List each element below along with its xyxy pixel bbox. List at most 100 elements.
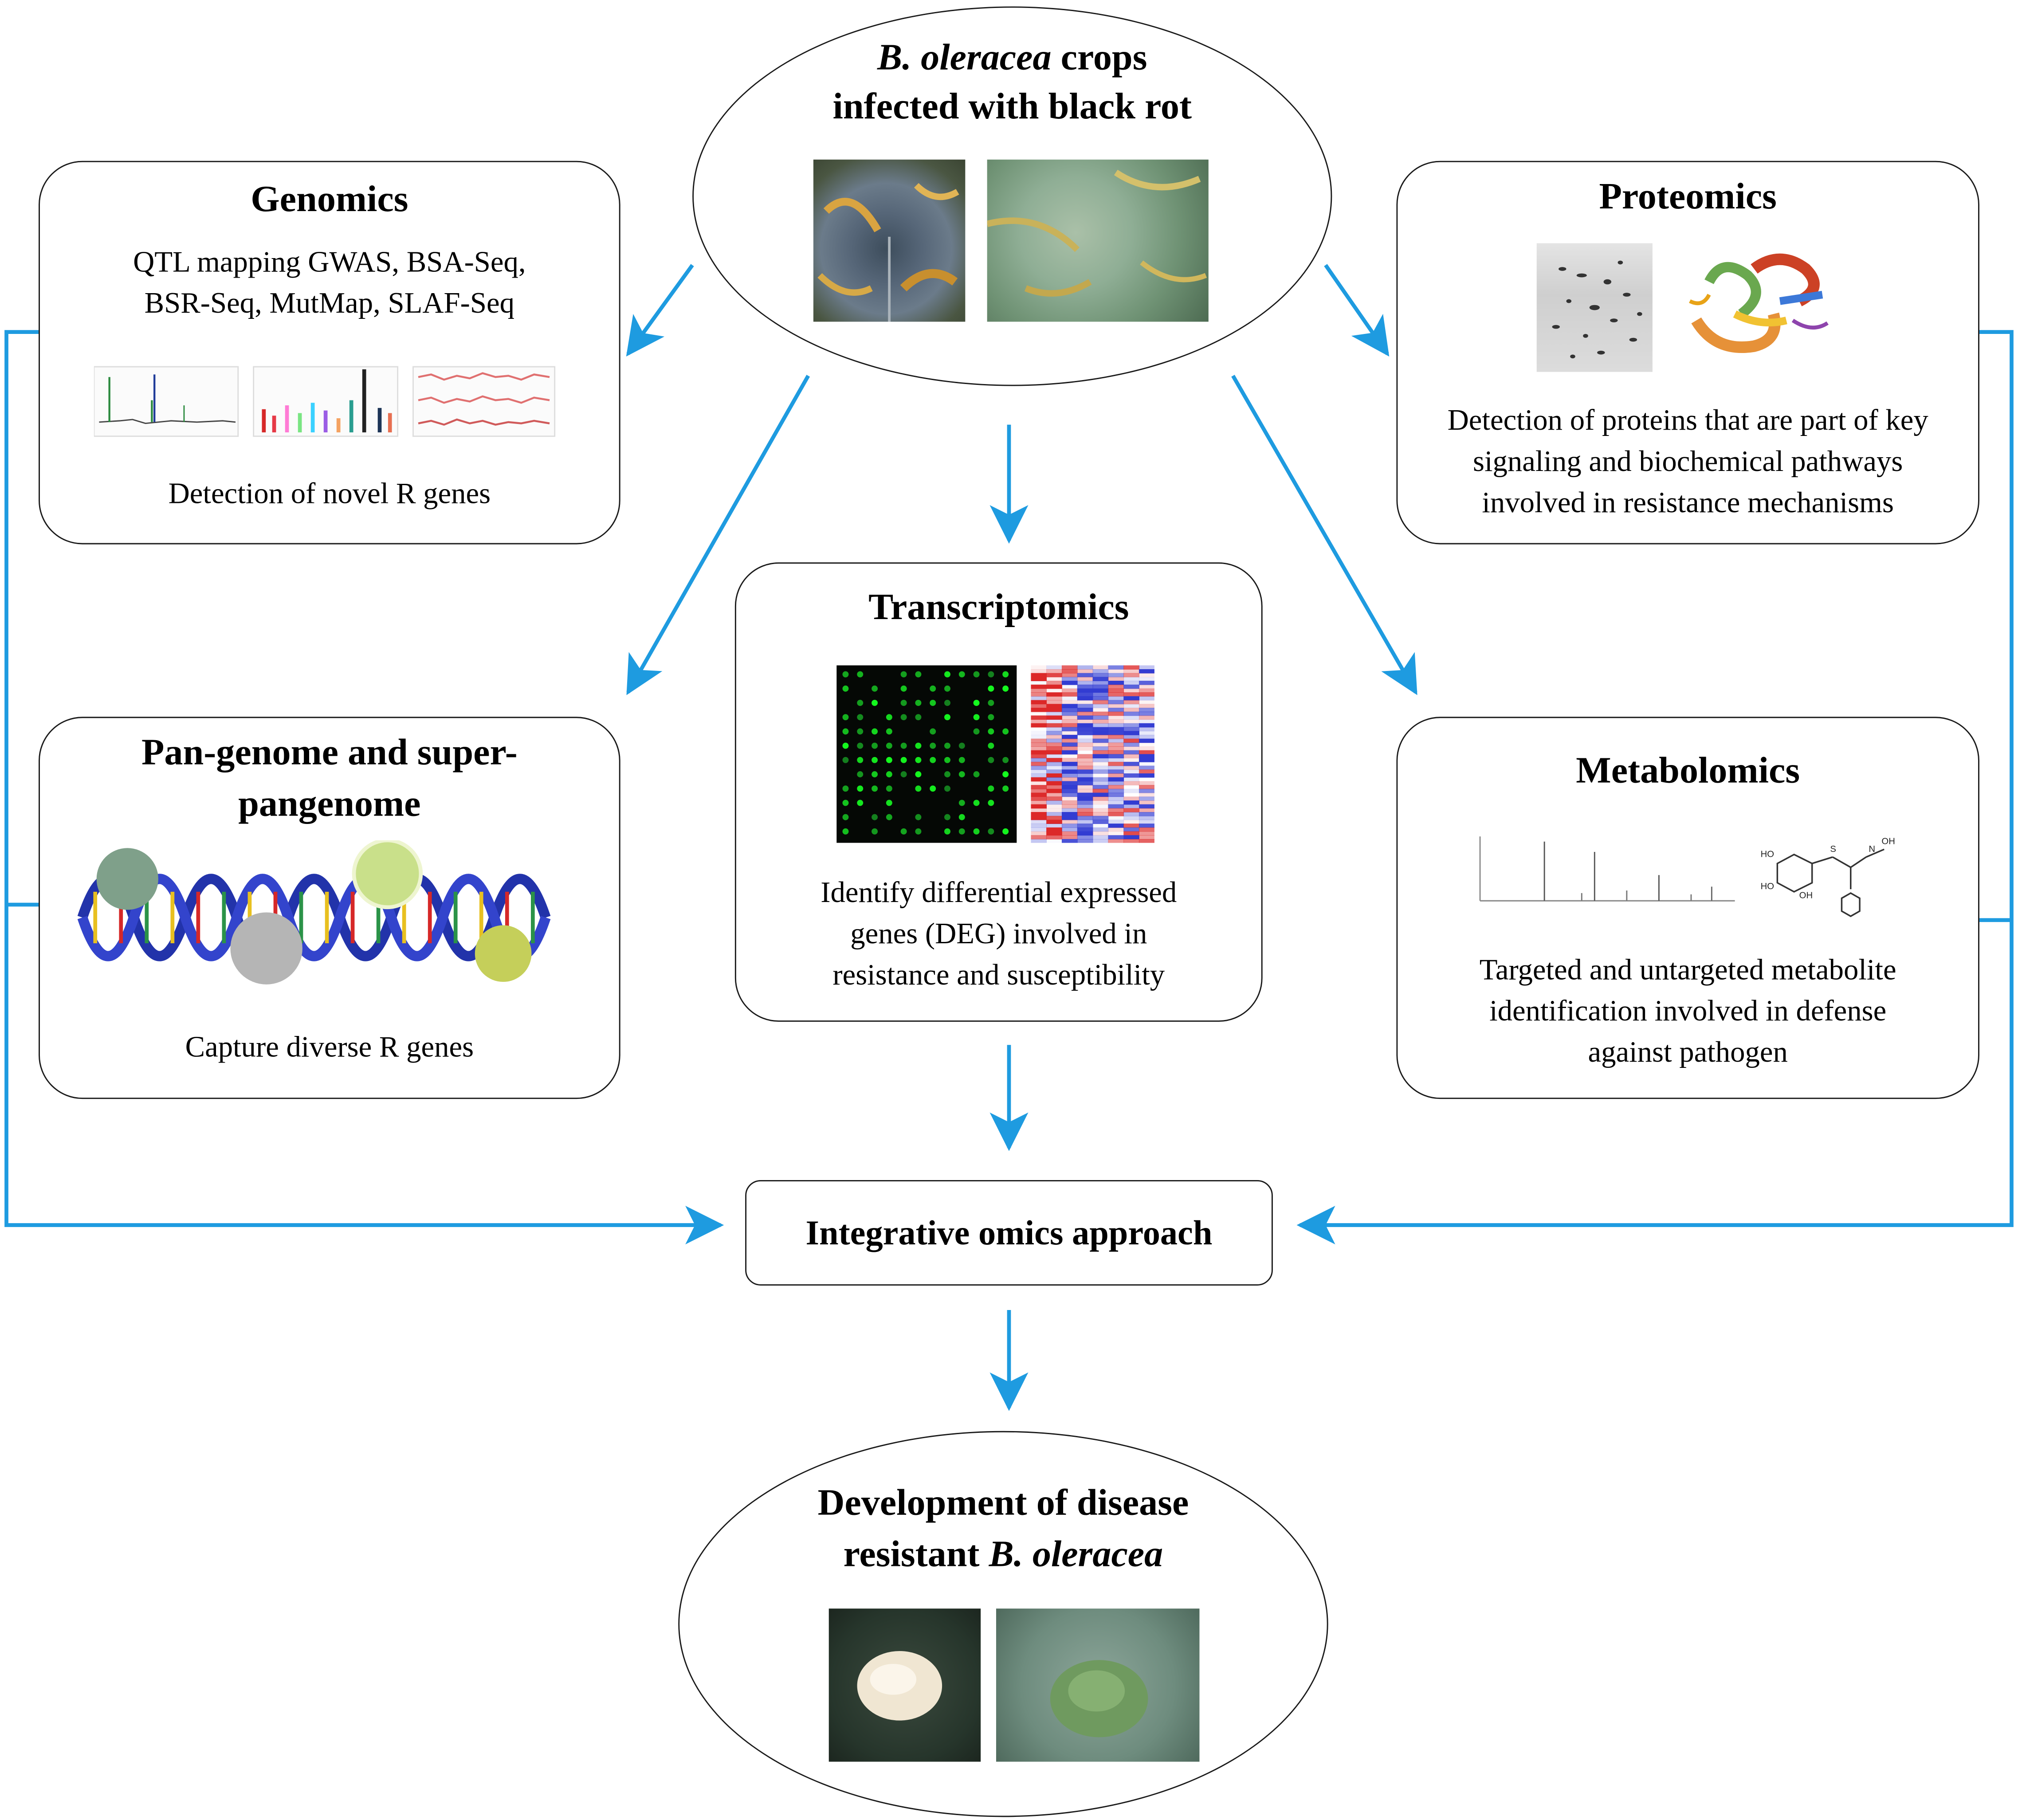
heatmap-cell (1092, 831, 1109, 836)
heatmap-cell (1108, 688, 1124, 693)
heatmap-cell (1108, 704, 1124, 708)
heatmap-cell (1077, 812, 1093, 816)
heatmap-cell (1031, 711, 1047, 716)
heatmap-cell (1061, 704, 1078, 708)
heatmap-cell (1139, 792, 1154, 797)
heatmap-cell (1092, 742, 1109, 747)
cauliflower-photo (828, 1608, 981, 1762)
cauliflower-icon (230, 912, 302, 985)
heatmap-cell (1046, 773, 1062, 778)
heatmap-cell (1092, 765, 1109, 770)
heatmap-cell (1061, 684, 1078, 689)
heatmap-cell (1092, 681, 1109, 685)
heatmap-cell (1139, 769, 1154, 774)
heatmap-cell (1108, 696, 1124, 701)
heatmap-cell (1077, 665, 1093, 670)
heatmap-cell (1077, 788, 1093, 793)
heatmap-cell (1061, 723, 1078, 728)
heatmap-cell (1031, 827, 1047, 832)
heatmap-cell (1077, 765, 1093, 770)
heatmap-cell (1061, 754, 1078, 759)
heatmap-cell (1139, 715, 1154, 720)
microarray-spot (944, 699, 950, 706)
heatmap-cell (1123, 723, 1139, 728)
heatmap-cell (1108, 816, 1124, 820)
heatmap-cell (1123, 820, 1139, 824)
microarray-spot (872, 742, 878, 749)
arrow-to-genomics (626, 264, 694, 357)
heatmap-cell (1123, 715, 1139, 720)
heatmap-cell (1077, 684, 1093, 689)
microarray-spot (944, 785, 950, 792)
microarray-spot (988, 728, 994, 735)
heatmap-cell (1108, 769, 1124, 774)
heatmap-cell (1092, 731, 1109, 735)
pangenome-box: Pan-genome and super- pangenome (39, 717, 620, 1099)
microarray-spot (930, 757, 936, 763)
microarray-spot (915, 699, 922, 706)
heatmap-cell (1092, 754, 1109, 759)
heatmap-cell (1108, 727, 1124, 732)
heatmap-cell (1046, 677, 1062, 681)
heatmap-cell (1108, 831, 1124, 836)
heatmap-cell (1077, 758, 1093, 762)
heatmap-cell (1108, 835, 1124, 839)
heatmap-cell (1046, 831, 1062, 836)
microarray-spot (872, 728, 878, 735)
heatmap-cell (1123, 765, 1139, 770)
heatmap-cell (1077, 719, 1093, 724)
heatmap-cell (1061, 758, 1078, 762)
heatmap-cell (1108, 746, 1124, 751)
heatmap-cell (1139, 835, 1154, 839)
heatmap-cell (1061, 835, 1078, 839)
heatmap-cell (1139, 742, 1154, 747)
heatmap-cell (1092, 796, 1109, 801)
microarray-spot (886, 742, 892, 749)
heatmap-cell (1046, 761, 1062, 766)
heatmap-cell (1108, 669, 1124, 674)
heatmap-cell (1139, 777, 1154, 782)
proteomics-outcome-line2: signaling and biochemical pathways (1473, 445, 1903, 478)
heatmap-cell (1046, 804, 1062, 809)
heatmap-cell (1123, 808, 1139, 812)
heatmap-cell (1108, 788, 1124, 793)
heatmap-cell (1092, 824, 1109, 828)
heatmap-cell (1061, 692, 1078, 697)
heatmap-cell (1139, 707, 1154, 712)
microarray-spot (973, 671, 980, 678)
microarray-spot (944, 714, 950, 721)
heatmap-cell (1061, 696, 1078, 701)
heatmap-cell (1031, 688, 1047, 693)
microarray-spot (842, 714, 849, 721)
heatmap-cell (1046, 727, 1062, 732)
heatmap-cell (1061, 777, 1078, 782)
microarray-spot (900, 771, 907, 777)
heatmap-cell (1139, 731, 1154, 735)
heatmap-cell (1108, 665, 1124, 670)
microarray-spot (842, 728, 849, 735)
left-bracket (4, 330, 724, 1245)
heatmap-cell (1061, 808, 1078, 812)
heatmap-cell (1123, 777, 1139, 782)
heatmap-cell (1077, 704, 1093, 708)
heatmap-cell (1139, 665, 1154, 670)
heatmap-cell (1108, 700, 1124, 705)
heatmap-cell (1139, 839, 1154, 843)
heatmap-cell (1077, 742, 1093, 747)
heatmap-cell (1031, 684, 1047, 689)
heatmap-cell (1077, 711, 1093, 716)
heatmap-cell (1108, 750, 1124, 755)
heatmap-cell (1046, 707, 1062, 712)
heatmap-cell (1077, 746, 1093, 751)
heatmap-image (1031, 665, 1154, 843)
heatmap-cell (1046, 750, 1062, 755)
infected-cabbage-photo (813, 159, 966, 322)
heatmap-cell (1108, 808, 1124, 812)
heatmap-cell (1092, 835, 1109, 839)
heatmap-cell (1046, 835, 1062, 839)
microarray-spot (857, 771, 864, 777)
heatmap-cell (1077, 804, 1093, 809)
heatmap-cell (1031, 681, 1047, 685)
microarray-spot (886, 757, 892, 763)
heatmap-cell (1046, 796, 1062, 801)
